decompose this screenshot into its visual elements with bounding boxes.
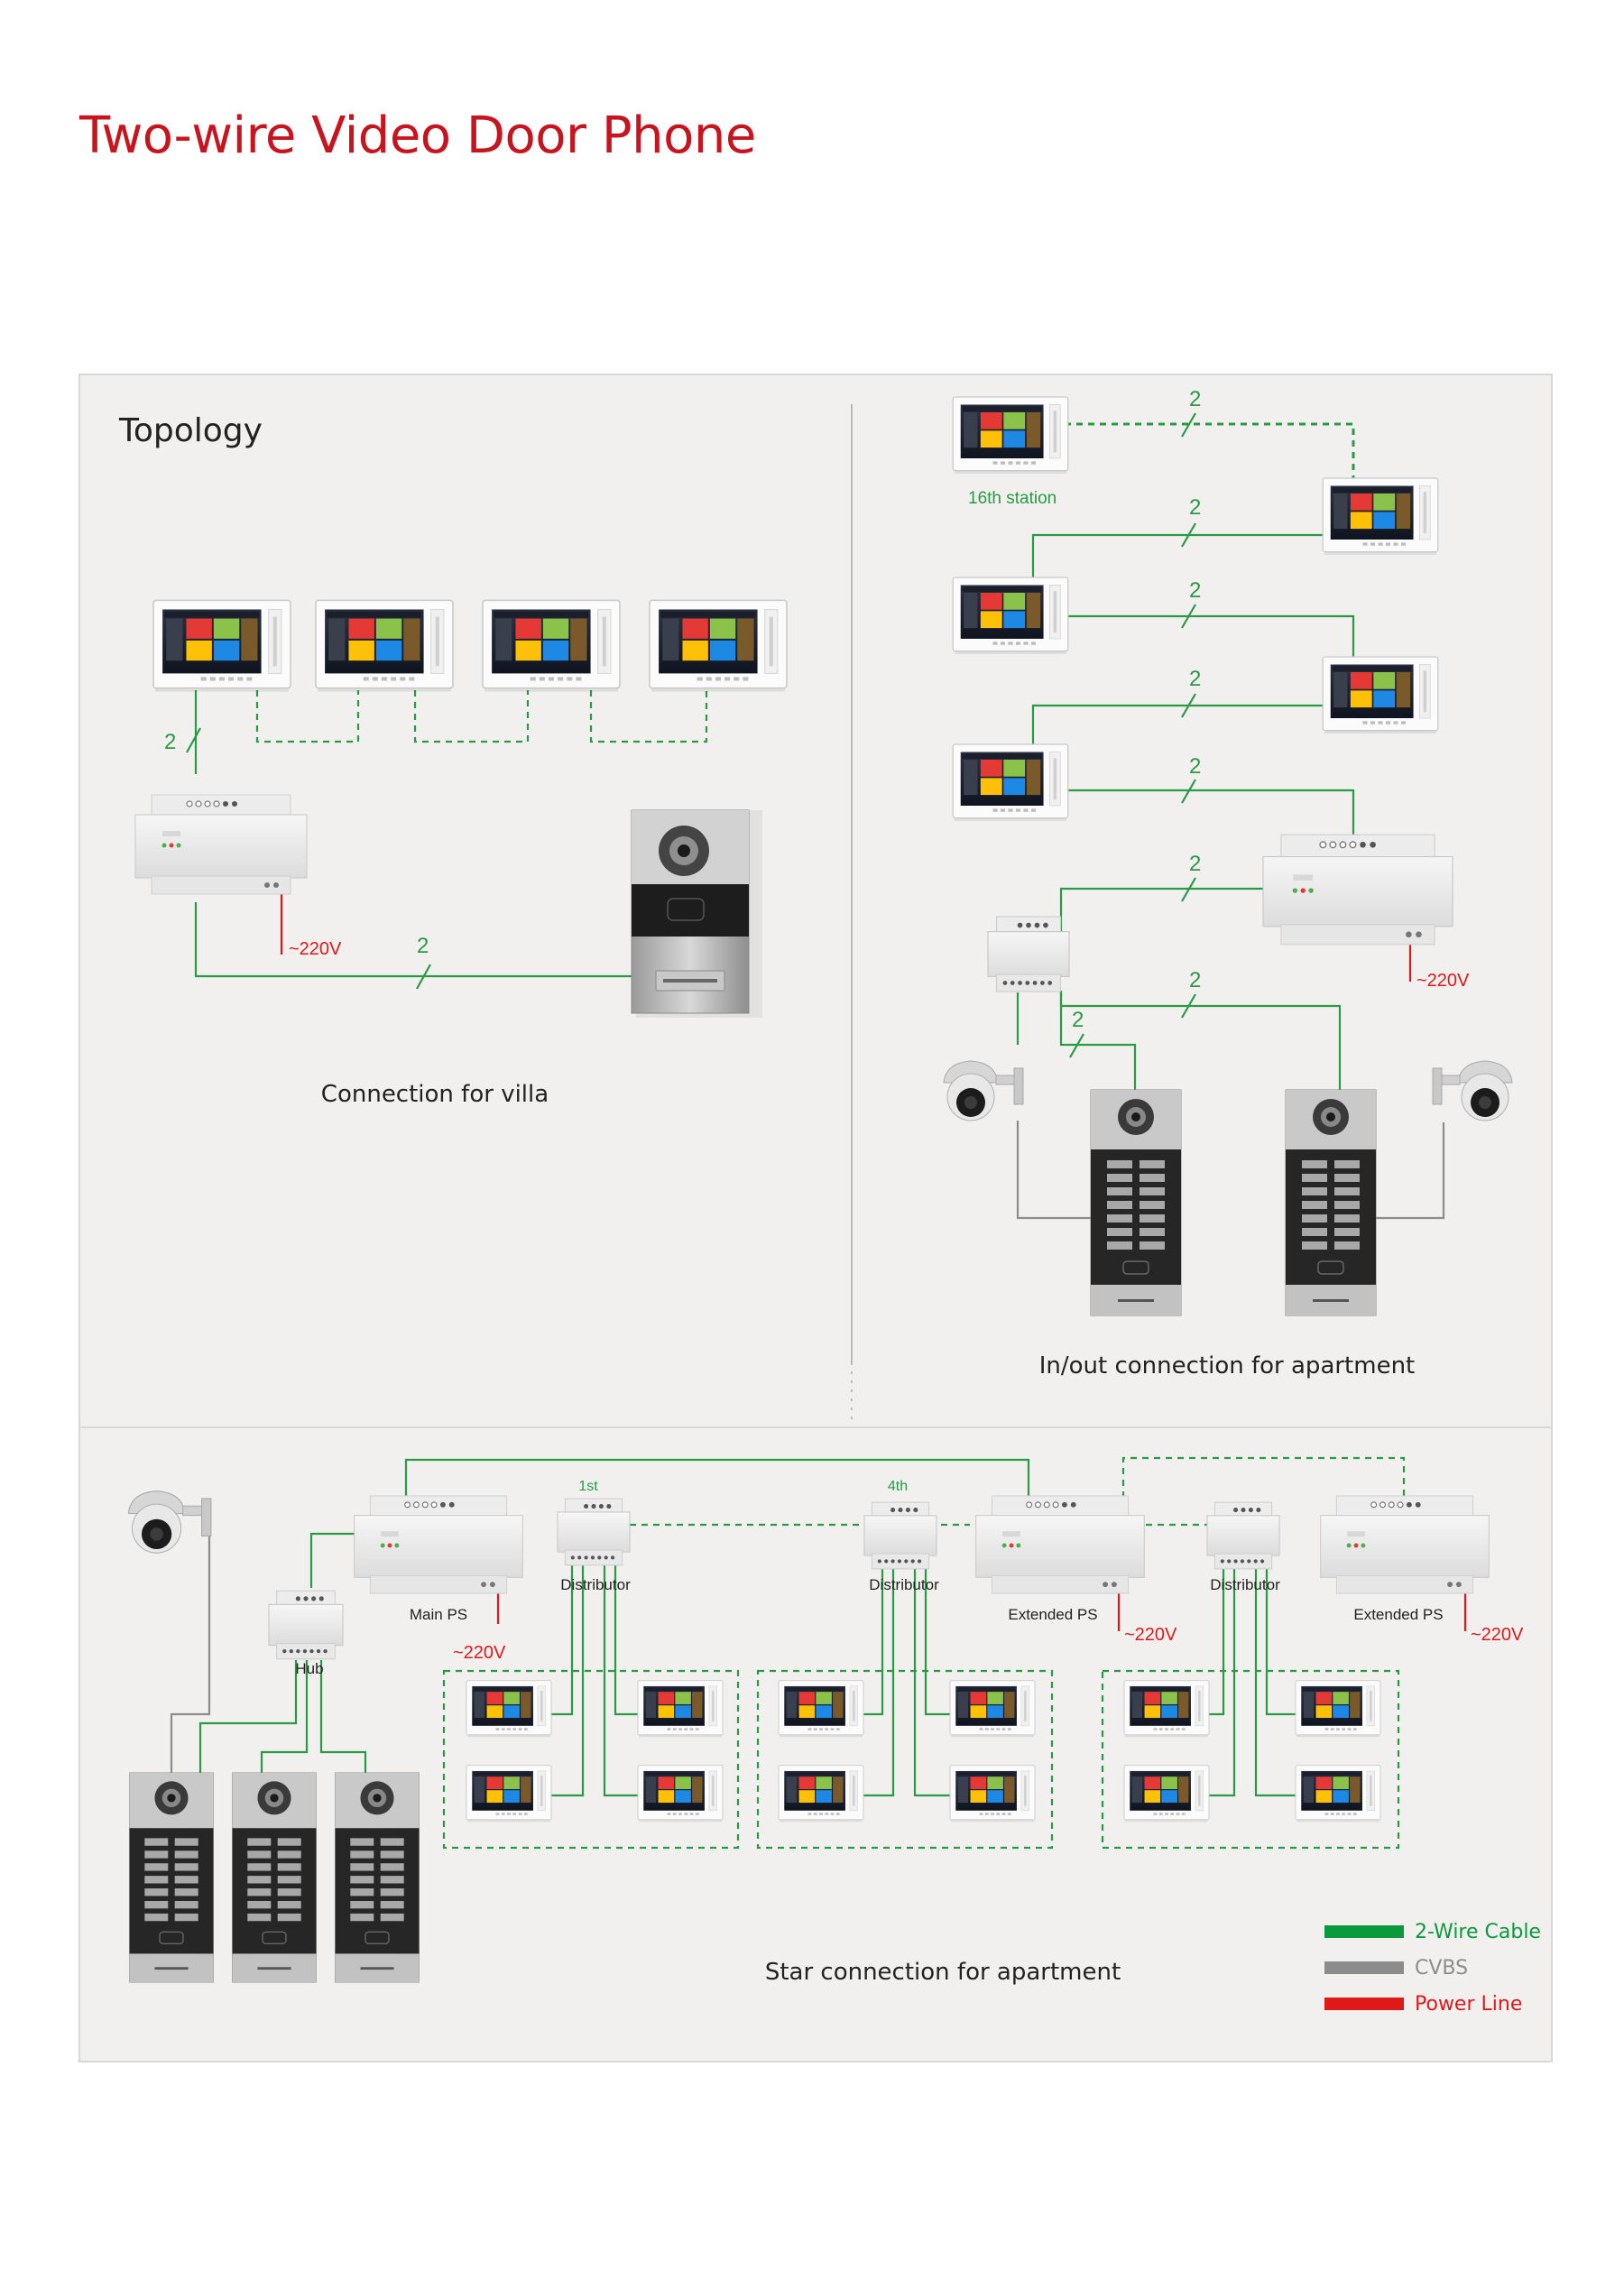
star-wiring xyxy=(198,1456,1467,1797)
legend-label: Power Line xyxy=(1415,1993,1522,2016)
star-monitor-3d xyxy=(1295,1765,1381,1822)
legend-label: 2-Wire Cable xyxy=(1415,1921,1541,1943)
star-monitor-1a xyxy=(466,1680,552,1738)
inout-cctv-wiring xyxy=(1016,1121,1445,1220)
extended-ps-label-2: Extended PS xyxy=(1353,1606,1443,1623)
star-monitor-2d xyxy=(949,1765,1036,1822)
star-distributor-2 xyxy=(863,1501,937,1570)
villa-monitor-3 xyxy=(482,599,621,693)
legend-swatch xyxy=(1324,1998,1404,2010)
svg-text:2: 2 xyxy=(1189,387,1201,411)
villa-monitor-4 xyxy=(649,599,788,693)
star-caption: Star connection for apartment xyxy=(765,1959,1121,1986)
star-monitor-2c xyxy=(778,1765,864,1822)
inout-monitor-12 xyxy=(952,743,1069,822)
star-distributor-3 xyxy=(1206,1501,1280,1570)
star-door-station-1 xyxy=(128,1772,215,1983)
legend-label: CVBS xyxy=(1415,1957,1468,1979)
star-power-labels: ~220V ~220V ~220V xyxy=(453,1625,1524,1663)
villa-power-supply xyxy=(134,794,308,895)
inout-caption: In/out connection for apartment xyxy=(1039,1352,1416,1380)
star-extended-ps-2 xyxy=(1320,1495,1490,1594)
star-cctv-wiring xyxy=(170,1534,211,1773)
inout-monitor-13 xyxy=(1322,656,1439,734)
svg-text:2: 2 xyxy=(1072,1008,1084,1032)
svg-text:2: 2 xyxy=(1189,495,1201,520)
star-order-labels: 1st 4th xyxy=(578,1479,908,1494)
svg-text:2: 2 xyxy=(1189,667,1201,691)
fourth-label: 4th xyxy=(888,1479,908,1494)
inout-wire-counts: 2 2 2 2 2 2 2 2 xyxy=(1072,387,1201,1032)
star-hub xyxy=(268,1590,344,1660)
legend-swatch xyxy=(1324,1961,1404,1974)
star-monitor-3b xyxy=(1295,1680,1381,1738)
inout-monitor-15 xyxy=(1322,477,1439,556)
villa-slash-marks xyxy=(186,727,431,990)
distributor-label-3: Distributor xyxy=(1210,1576,1280,1593)
hub-label: Hub xyxy=(295,1660,323,1677)
inout-door-station-2 xyxy=(1285,1089,1377,1316)
svg-text:2: 2 xyxy=(1189,754,1201,779)
svg-text:2: 2 xyxy=(1189,968,1201,992)
svg-text:2: 2 xyxy=(1189,852,1201,876)
inout-monitor-14 xyxy=(952,577,1069,655)
inout-slash-marks xyxy=(1069,412,1196,1058)
star-door-station-2 xyxy=(231,1772,318,1983)
first-label: 1st xyxy=(578,1479,598,1494)
star-monitor-3a xyxy=(1123,1680,1210,1738)
distributor-label-1: Distributor xyxy=(560,1576,631,1593)
svg-text:~220V: ~220V xyxy=(1124,1625,1177,1645)
star-monitor-1d xyxy=(637,1765,724,1822)
star-monitor-2a xyxy=(778,1680,864,1738)
star-monitor-1b xyxy=(637,1680,724,1738)
inout-monitor-16th xyxy=(952,396,1069,475)
star-extended-ps-1 xyxy=(975,1495,1145,1594)
villa-wiring xyxy=(194,690,708,978)
inout-power-supply xyxy=(1262,834,1453,946)
star-main-ps xyxy=(354,1495,523,1594)
star-door-station-3 xyxy=(334,1772,420,1983)
inout-station-label: 16th station xyxy=(968,489,1057,508)
star-monitor-2b xyxy=(949,1680,1036,1738)
villa-power-label: ~220V xyxy=(289,939,342,959)
legend-swatch xyxy=(1324,1925,1404,1938)
star-dwelling-groups xyxy=(442,1669,1400,1850)
star-labels: Main PS Hub Distributor Distributor Dist… xyxy=(295,1576,1443,1677)
star-monitor-3c xyxy=(1123,1765,1210,1822)
villa-caption: Connection for villa xyxy=(321,1081,549,1108)
svg-text:~220V: ~220V xyxy=(1471,1625,1524,1645)
distributor-label-2: Distributor xyxy=(869,1576,939,1593)
villa-wire-count-b: 2 xyxy=(417,934,429,958)
villa-monitor-2 xyxy=(315,599,454,693)
villa-monitor-1 xyxy=(152,599,291,693)
main-ps-label: Main PS xyxy=(410,1606,467,1623)
villa-wire-count-a: 2 xyxy=(164,730,176,754)
extended-ps-label-1: Extended PS xyxy=(1008,1606,1097,1623)
topology-panel-bottom xyxy=(78,1426,1553,2062)
svg-text:~220V: ~220V xyxy=(453,1643,506,1663)
svg-text:2: 2 xyxy=(1189,578,1201,603)
topology-heading: Topology xyxy=(118,412,263,449)
inout-distributor xyxy=(987,916,1070,992)
star-distributor-1 xyxy=(557,1498,631,1566)
page-title: Two-wire Video Door Phone xyxy=(79,106,756,165)
inout-wiring xyxy=(1016,422,1412,1090)
inout-door-station-1 xyxy=(1090,1089,1182,1316)
star-monitor-1c xyxy=(466,1765,552,1822)
inout-power-label: ~220V xyxy=(1416,971,1470,991)
villa-door-station xyxy=(631,809,762,1018)
